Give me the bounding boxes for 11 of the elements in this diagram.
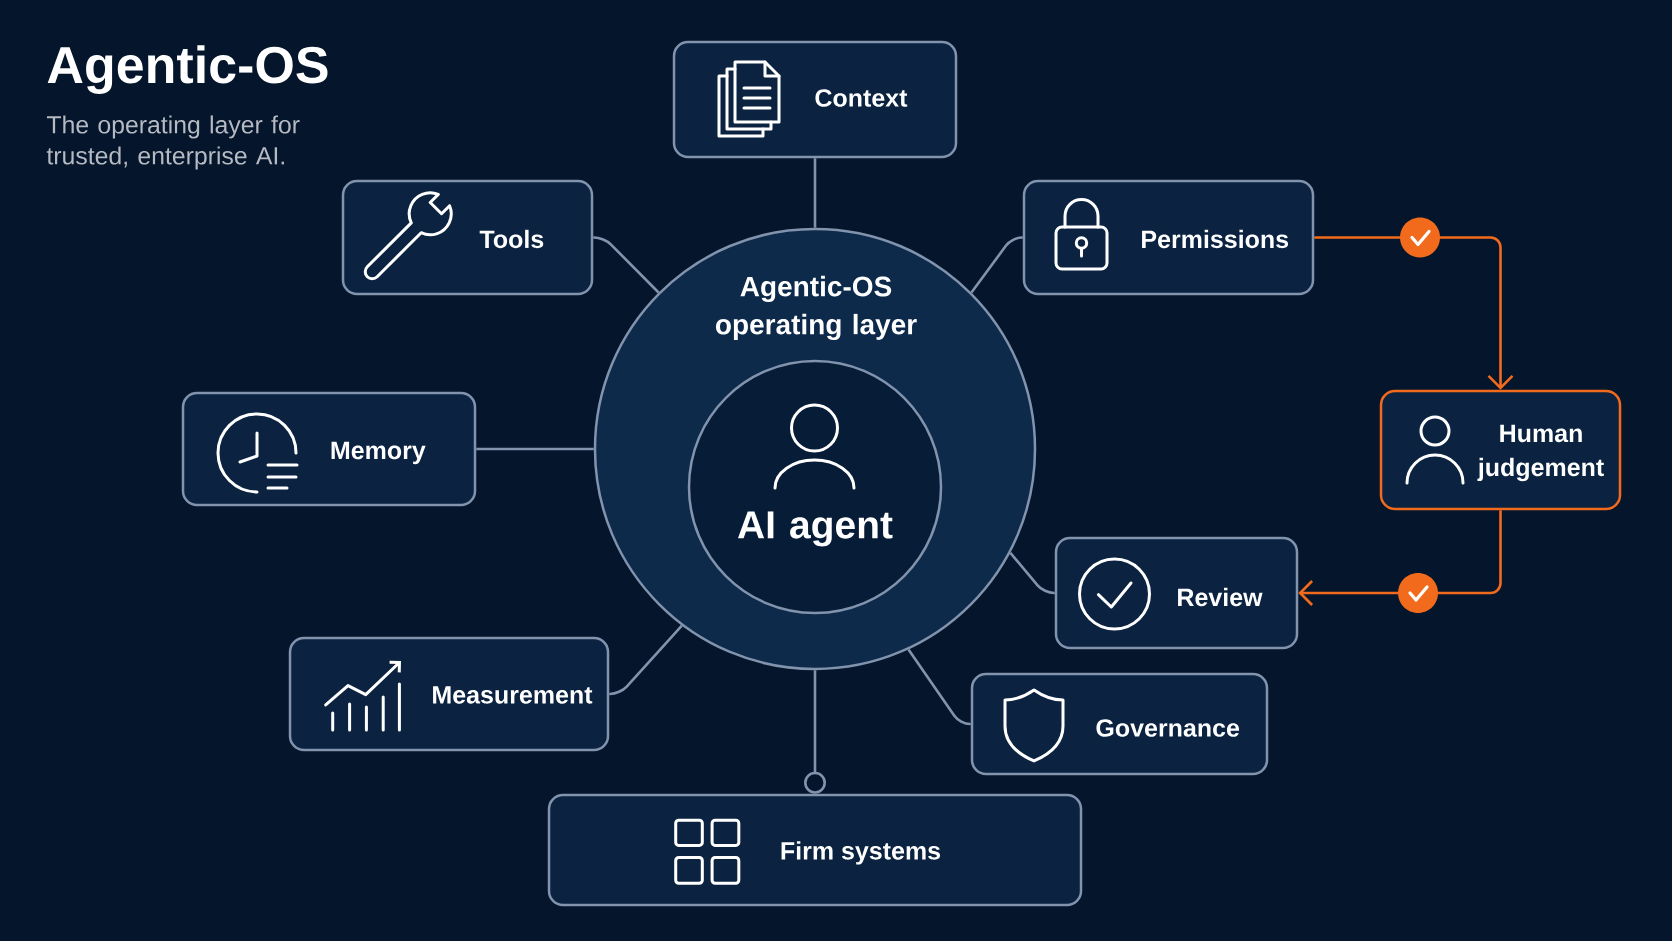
rounded-box: Governance bbox=[970, 672, 1269, 776]
rounded-box: Review bbox=[1054, 536, 1299, 650]
rounded-box: Tools bbox=[341, 179, 594, 296]
highlighted-box: Human judgement bbox=[1379, 389, 1622, 511]
rounded-box: Measurement bbox=[288, 636, 610, 752]
rounded-box: Memory bbox=[181, 391, 477, 507]
rounded-box: Firm systems bbox=[547, 793, 1083, 907]
rounded-box: Context bbox=[672, 40, 958, 159]
subtitle: The operating layer for trusted, enterprise AI. bbox=[46, 115, 300, 170]
rounded-box: Permissions bbox=[1022, 179, 1315, 296]
title: Agentic-OS bbox=[47, 45, 328, 94]
